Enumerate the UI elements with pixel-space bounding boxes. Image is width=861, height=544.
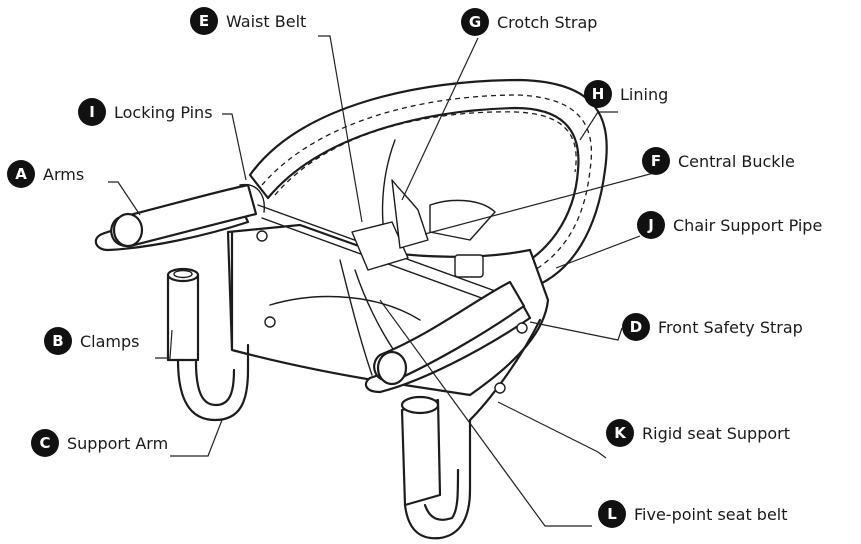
- callout-clamps: B Clamps: [44, 326, 140, 356]
- label-central-buckle: Central Buckle: [678, 151, 795, 171]
- label-rigid-seat-support: Rigid seat Support: [642, 423, 790, 443]
- callout-arms: A Arms: [7, 159, 84, 189]
- label-arms: Arms: [43, 164, 85, 184]
- badge-f: F: [642, 147, 670, 175]
- left-clamp: [166, 230, 250, 422]
- label-chair-support-pipe: Chair Support Pipe: [673, 215, 823, 235]
- label-support-arm: Support Arm: [67, 433, 169, 453]
- label-locking-pins: Locking Pins: [114, 102, 213, 122]
- callout-central-buckle: F Central Buckle: [642, 146, 795, 176]
- label-crotch-strap: Crotch Strap: [497, 12, 598, 32]
- badge-a: A: [7, 160, 35, 188]
- label-front-safety-strap: Front Safety Strap: [658, 317, 803, 337]
- label-waist-belt: Waist Belt: [226, 11, 307, 31]
- callout-lining: H Lining: [584, 79, 668, 109]
- label-lining: Lining: [620, 84, 669, 104]
- right-clamp: [256, 230, 542, 540]
- badge-e: E: [190, 7, 218, 35]
- callout-waist-belt: E Waist Belt: [190, 6, 306, 36]
- callout-support-arm: C Support Arm: [31, 428, 168, 458]
- leader-lines: [108, 35, 666, 527]
- left-arm: [94, 183, 265, 252]
- badge-c: C: [31, 429, 59, 457]
- callout-chair-support-pipe: J Chair Support Pipe: [637, 210, 822, 240]
- callout-crotch-strap: G Crotch Strap: [461, 7, 597, 37]
- harness: [257, 179, 521, 353]
- badge-b: B: [44, 327, 72, 355]
- badge-j: J: [637, 211, 665, 239]
- badge-i: I: [78, 98, 106, 126]
- right-arm: [364, 280, 532, 394]
- callout-front-safety-strap: D Front Safety Strap: [622, 312, 803, 342]
- label-clamps: Clamps: [80, 331, 140, 351]
- badge-d: D: [622, 313, 650, 341]
- badge-g: G: [461, 8, 489, 36]
- badge-h: H: [584, 80, 612, 108]
- badge-l: L: [598, 500, 626, 528]
- badge-k: K: [606, 419, 634, 447]
- callout-rigid-seat-support: K Rigid seat Support: [606, 418, 790, 448]
- callout-locking-pins: I Locking Pins: [78, 97, 213, 127]
- label-five-point-seat-belt: Five-point seat belt: [634, 504, 788, 524]
- callout-five-point-seat-belt: L Five-point seat belt: [598, 499, 788, 529]
